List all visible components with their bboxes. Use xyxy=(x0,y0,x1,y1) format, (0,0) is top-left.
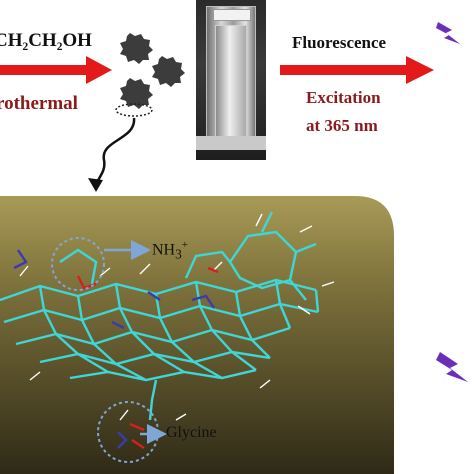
reagent-label: CH₂CH₂OH xyxy=(0,30,92,51)
curved-arrow-icon xyxy=(88,117,136,192)
amine-label-superscript: + xyxy=(181,239,188,251)
amine-highlight-circle xyxy=(51,237,105,291)
amine-label-prefix: NH xyxy=(152,241,176,259)
cuvette-cap xyxy=(213,9,251,21)
method-label: rothermal xyxy=(0,93,78,114)
hydrogen-atoms xyxy=(19,213,335,421)
red-arrow-synthesis xyxy=(0,56,112,84)
carbon-dot-icon xyxy=(120,33,153,64)
cuvette-photo xyxy=(196,0,266,160)
carbon-dot-icon xyxy=(120,78,153,109)
fluorescence-label: Fluorescence xyxy=(292,33,387,52)
glycine-label: Glycine xyxy=(166,424,217,441)
amine-label: NH3+ xyxy=(152,239,188,263)
glycine-group xyxy=(117,422,145,449)
amine-label-subscript: 3 xyxy=(175,246,182,262)
dashed-ellipse xyxy=(115,103,153,117)
cuvette-solution xyxy=(215,25,247,139)
lightning-icon xyxy=(436,352,468,382)
lightning-icon xyxy=(436,22,460,44)
carbon-dot-icon xyxy=(152,56,185,87)
red-arrow-excitation xyxy=(280,56,434,84)
cuvette-glass xyxy=(206,6,256,150)
wavelength-label: at 365 nm xyxy=(306,116,378,135)
excitation-label: Excitation xyxy=(306,88,381,107)
carbon-dot-molecule xyxy=(0,211,320,421)
cuvette-base xyxy=(196,136,266,150)
